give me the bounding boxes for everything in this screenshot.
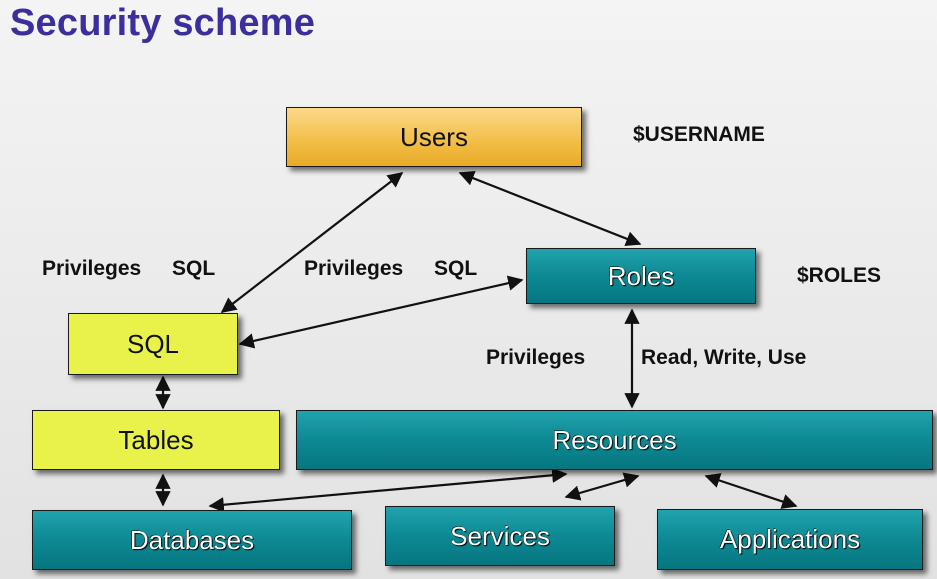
applications-box: Applications — [657, 509, 923, 570]
username-variable-label: $USERNAME — [633, 123, 765, 146]
left-privileges-label: Privileges — [42, 257, 142, 280]
arrow-resources-applications — [704, 473, 798, 509]
roles-variable-label: $ROLES — [797, 264, 882, 287]
arrow-resources-databases — [208, 467, 568, 513]
arrow-roles-sql — [238, 275, 524, 349]
services-box: Services — [385, 506, 615, 566]
resources-box: Resources — [296, 410, 933, 470]
applications-box-label: Applications — [719, 524, 861, 554]
left-sql-label: SQL — [172, 257, 216, 280]
tables-box-label: Tables — [118, 424, 194, 455]
databases-box-label: Databases — [129, 524, 255, 555]
sql-box: SQL — [68, 313, 238, 375]
tables-box: Tables — [32, 410, 280, 470]
middle-sql-label: SQL — [434, 257, 478, 280]
arrow-users-sql — [220, 172, 404, 313]
middle-privileges-label: Privileges — [304, 257, 404, 280]
sql-box-label: SQL — [126, 328, 180, 359]
users-box: Users — [286, 107, 582, 167]
resources-box-label: Resources — [552, 424, 677, 455]
services-box-label: Services — [450, 520, 550, 551]
arrow-users-roles — [458, 170, 642, 247]
roles-box: Roles — [526, 248, 756, 304]
roles-box-label: Roles — [607, 260, 675, 291]
databases-box: Databases — [32, 510, 352, 570]
read-write-use-label: Read, Write, Use — [641, 346, 807, 369]
right-privileges-label: Privileges — [486, 346, 586, 369]
arrow-resources-services — [564, 472, 640, 501]
users-box-label: Users — [400, 121, 468, 152]
page-title: Security scheme — [10, 2, 316, 44]
